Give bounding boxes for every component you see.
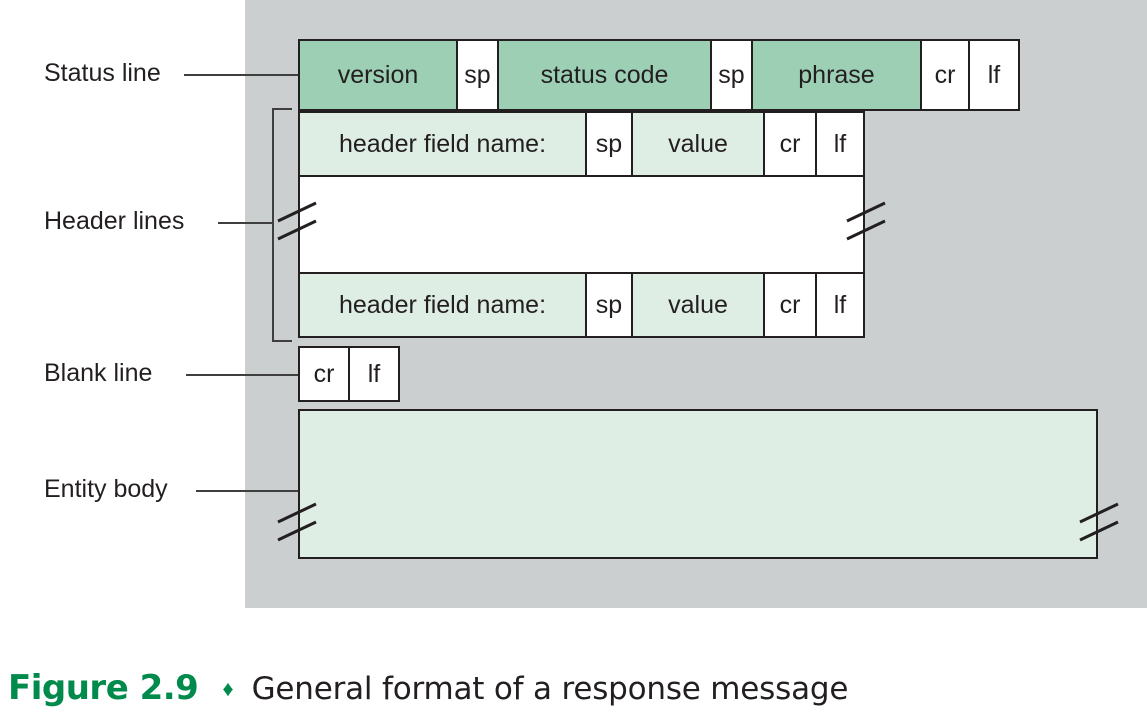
header-line-2-cell-sp: sp bbox=[585, 272, 633, 338]
header-line-1-cell-lf: lf bbox=[815, 111, 865, 177]
status-line-cell-lf: lf bbox=[968, 39, 1020, 111]
entity-body-region bbox=[298, 409, 1098, 559]
status-line-cell-sp-1: sp bbox=[456, 39, 499, 111]
caption-diamond-icon: ♦ bbox=[222, 676, 234, 701]
status-line-cell-phrase: phrase bbox=[751, 39, 922, 111]
label-header-lines: Header lines bbox=[44, 207, 185, 235]
header-line-2-cell-value: value bbox=[631, 272, 765, 338]
status-line-cell-version: version bbox=[298, 39, 458, 111]
figure-number: Figure 2.9 bbox=[8, 668, 199, 708]
header-lines-elision-region bbox=[298, 175, 865, 274]
leader-line-status-line bbox=[184, 74, 300, 76]
leader-line-header-lines bbox=[218, 222, 274, 224]
figure-caption: Figure 2.9 ♦ General format of a respons… bbox=[8, 668, 848, 708]
header-line-1-cell-sp: sp bbox=[585, 111, 633, 177]
status-line-cell-status-code: status code bbox=[497, 39, 712, 111]
header-line-1-cell-value: value bbox=[631, 111, 765, 177]
header-line-2-cell-field-name: header field name: bbox=[298, 272, 587, 338]
header-line-2-cell-lf: lf bbox=[815, 272, 865, 338]
label-blank-line: Blank line bbox=[44, 359, 153, 387]
status-line-cell-cr: cr bbox=[920, 39, 970, 111]
status-line-cell-sp-2: sp bbox=[710, 39, 753, 111]
blank-line-cell-lf: lf bbox=[348, 346, 400, 402]
header-line-1-cell-cr: cr bbox=[763, 111, 817, 177]
label-status-line: Status line bbox=[44, 59, 161, 87]
header-lines-bracket-vertical bbox=[272, 108, 274, 342]
leader-line-entity-body bbox=[196, 490, 300, 492]
figure-caption-text: General format of a response message bbox=[251, 671, 849, 707]
header-lines-bracket-bottom-tick bbox=[272, 340, 292, 342]
leader-line-blank-line bbox=[186, 374, 300, 376]
label-entity-body: Entity body bbox=[44, 475, 168, 503]
header-lines-bracket-top-tick bbox=[272, 108, 292, 110]
header-line-1-cell-field-name: header field name: bbox=[298, 111, 587, 177]
blank-line-cell-cr: cr bbox=[298, 346, 350, 402]
header-line-2-cell-cr: cr bbox=[763, 272, 817, 338]
